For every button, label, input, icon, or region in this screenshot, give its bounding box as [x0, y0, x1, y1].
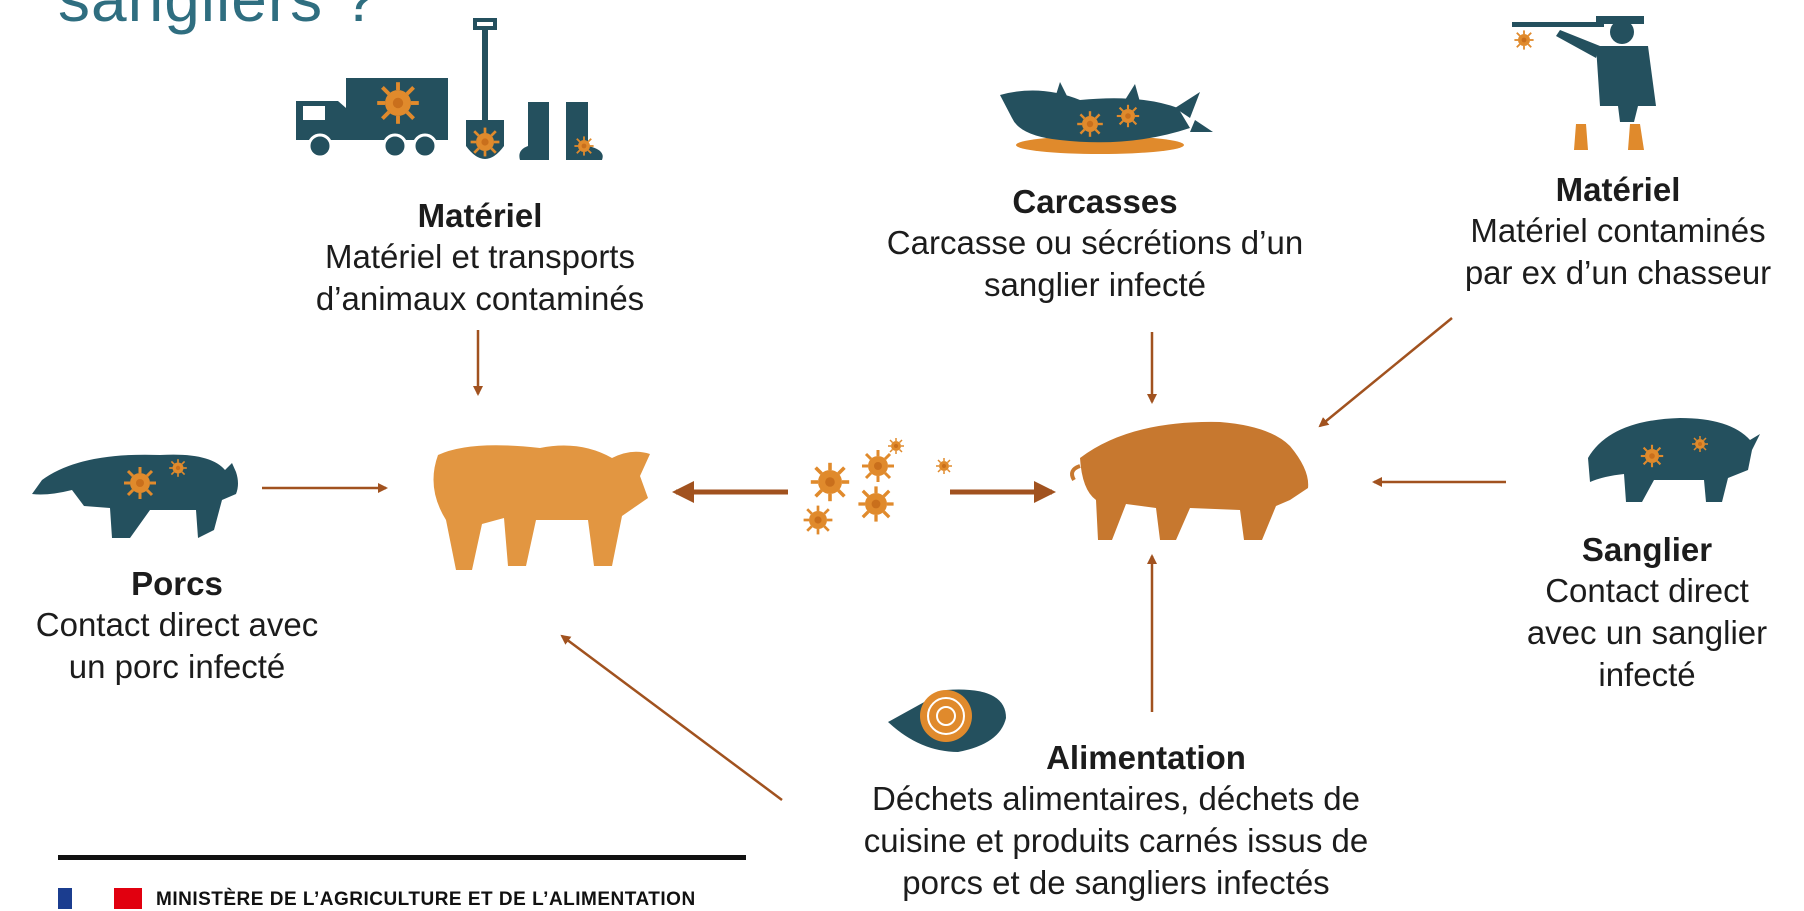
arrows [262, 318, 1506, 800]
arrow-chasseur-to-boar [1320, 318, 1452, 426]
label-porcs: Porcs Contact direct avec un porc infect… [0, 564, 354, 688]
alimentation-heading: Alimentation [806, 738, 1426, 778]
boots-icon [519, 102, 602, 160]
pig-icon [32, 455, 238, 538]
label-materiel-chasseur: Matériel Matériel contaminés par ex d’un… [1432, 170, 1804, 294]
sanglier-description: Contact direct avec un sanglier infecté [1490, 570, 1804, 696]
materiel-transport-description: Matériel et transports d’animaux contami… [250, 236, 710, 320]
materiel-chasseur-description: Matériel contaminés par ex d’un chasseur [1432, 210, 1804, 294]
wild-boar-icon [1072, 422, 1308, 540]
virus-cluster-icon [804, 438, 952, 534]
carcasses-heading: Carcasses [820, 182, 1370, 222]
materiel-transport-heading: Matériel [250, 196, 710, 236]
flag-red [114, 888, 142, 909]
flag-blue [58, 888, 72, 909]
sanglier-heading: Sanglier [1490, 530, 1804, 570]
label-carcasses: Carcasses Carcasse ou sécrétions d’un sa… [820, 182, 1370, 306]
label-alimentation: Alimentation Déchets alimentaires, déche… [806, 738, 1426, 904]
carcass-icon [1000, 82, 1213, 154]
domestic-pig-icon [434, 445, 651, 570]
truck-icon [296, 78, 448, 157]
label-materiel-transport: Matériel Matériel et transports d’animau… [250, 196, 710, 320]
shovel-icon [466, 20, 504, 159]
materiel-chasseur-heading: Matériel [1432, 170, 1804, 210]
ministry-name: MINISTÈRE DE L’AGRICULTURE ET DE L’ALIME… [156, 889, 696, 911]
arrow-alimentation-to-pig [562, 636, 782, 800]
footer-rule [58, 855, 746, 860]
porcs-description: Contact direct avec un porc infecté [0, 604, 354, 688]
flag-white [72, 888, 86, 909]
carcasses-description: Carcasse ou sécrétions d’un sanglier inf… [820, 222, 1370, 306]
label-sanglier: Sanglier Contact direct avec un sanglier… [1490, 530, 1804, 696]
alimentation-description: Déchets alimentaires, déchets de cuisine… [806, 778, 1426, 904]
porcs-heading: Porcs [0, 564, 354, 604]
boar-icon [1588, 418, 1760, 502]
hunter-icon [1512, 16, 1656, 150]
